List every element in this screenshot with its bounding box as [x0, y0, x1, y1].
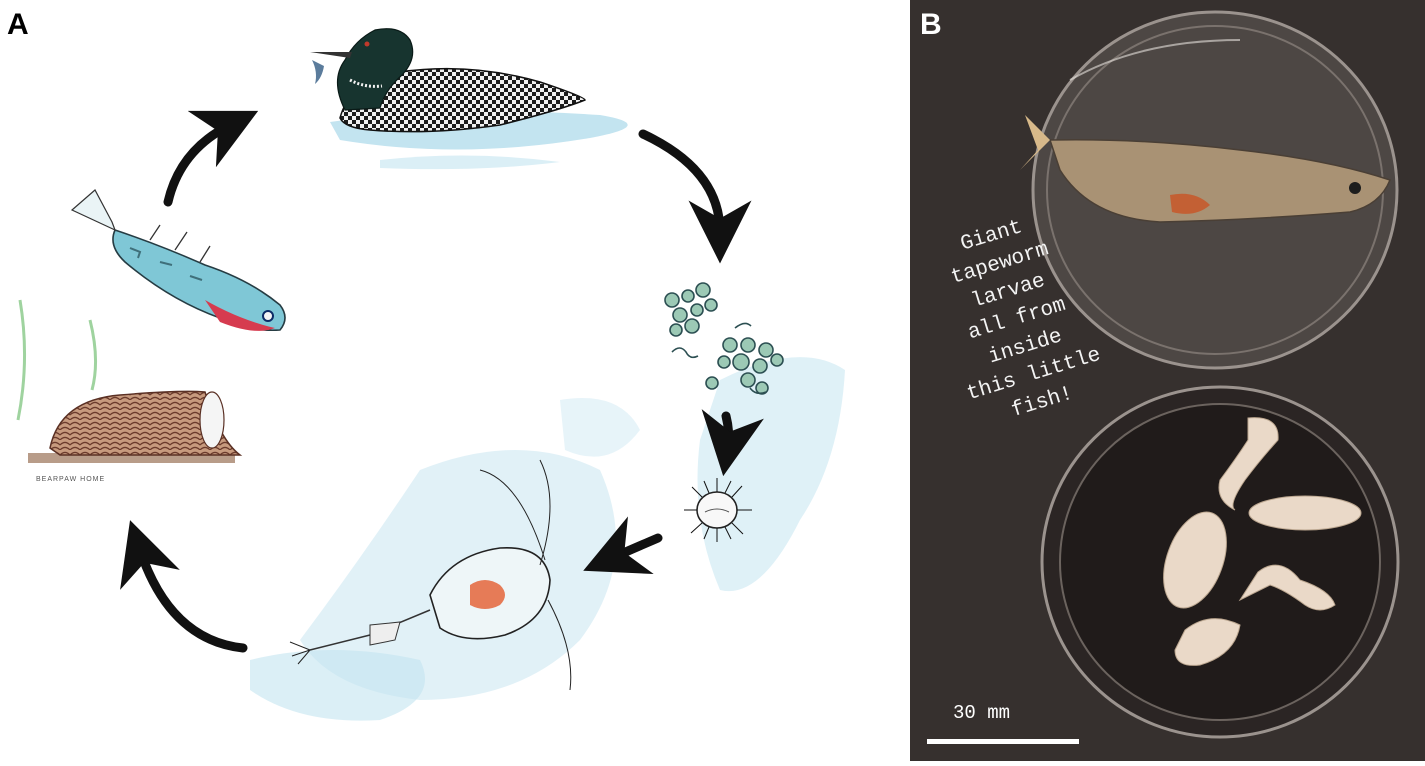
arrow-fish-to-loon	[168, 125, 230, 202]
scale-label: 30 mm	[953, 702, 1010, 724]
water-wash	[250, 111, 845, 720]
scale-bar	[927, 739, 1079, 744]
panel-b-photo: B Giant tapeworm larvae all from inside …	[910, 0, 1425, 761]
stickleback-nest	[18, 300, 240, 458]
stickleback-fish	[72, 190, 285, 331]
arrow-eggs-to-larva	[726, 416, 729, 445]
life-cycle-drawing	[0, 0, 905, 761]
handwritten-note: BEARPAW HOME	[36, 476, 105, 483]
arrow-larva-to-copepod	[612, 538, 658, 558]
panel-b-letter: B	[920, 10, 942, 40]
panel-a-life-cycle-illustration: A	[0, 0, 905, 761]
panel-a-letter: A	[7, 10, 29, 40]
arrow-copepod-to-fish	[140, 550, 243, 648]
arrow-loon-to-eggs	[643, 134, 720, 232]
